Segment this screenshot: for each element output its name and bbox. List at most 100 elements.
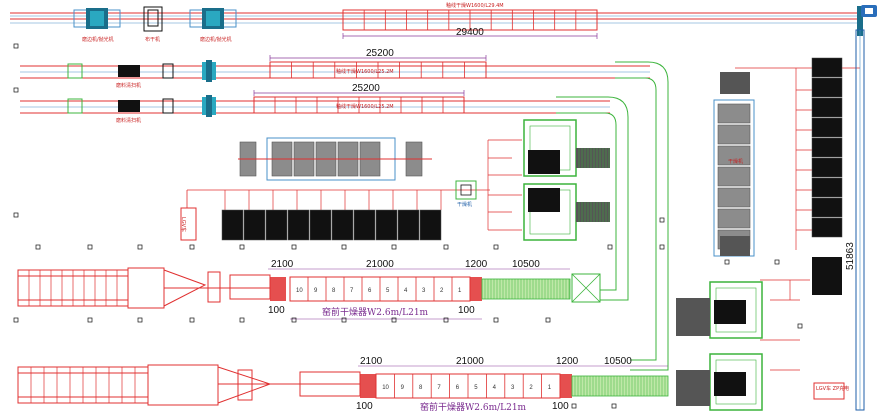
floor-marker [443,244,449,250]
kiln-section-number: 8 [419,385,423,391]
kiln-section-number: 5 [386,288,390,294]
lgv-bottom-label: LGV车 ZP充电 [816,385,849,392]
storage-cell [811,117,843,138]
flipper-label: 布干机 [145,36,160,43]
top-line: 磨边机/抛光机 布干机 磨边机/抛光机 釉线干燥W1600/L29.4M 294… [10,2,863,43]
floor-marker [341,244,347,250]
kiln-section-number: 5 [474,385,478,391]
lower-dim-foot-right: 100 [552,401,569,412]
center-machine [186,137,490,210]
upper-dim-middle: 21000 [366,259,394,270]
kiln-section-number: 3 [511,385,515,391]
storage-cell [353,209,376,241]
right-machine-column: 干燥机 [713,72,755,257]
black-dryer-bank [221,209,442,241]
floor-marker [545,317,551,323]
floor-marker [724,259,730,265]
floor-marker [493,317,499,323]
storage-cell [309,209,332,241]
cleaner-1-label: 磨料清扫机 [116,82,141,89]
small-dryer-label: 干燥机 [457,201,472,208]
floor-marker [341,317,347,323]
storage-rack-2 [523,183,610,241]
kiln-section-number: 8 [332,288,336,294]
floor-marker [35,244,41,250]
floor-marker [774,259,780,265]
edger-2-label: 磨边机/抛光机 [200,36,232,43]
floor-marker [239,244,245,250]
kiln-section-number: 2 [440,288,444,294]
middle-dryer-1-label: 釉线干燥W1600/L25.2M [336,68,394,75]
storage-cell [811,77,843,98]
floor-marker [797,323,803,329]
right-black-storage [811,57,843,295]
red-branches [487,67,860,371]
kiln-section-number: 7 [437,385,441,391]
top-dryer-length: 29400 [456,27,484,38]
floor-marker [607,244,613,250]
floor-marker [189,317,195,323]
lower-dim-left: 2100 [360,356,383,367]
storage-rack-3 [676,281,763,339]
storage-cell [243,209,266,241]
storage-cell [265,209,288,241]
floor-marker [443,317,449,323]
middle-dryer-1-length: 25200 [366,48,394,59]
kiln-section-number: 6 [456,385,460,391]
floor-marker [189,244,195,250]
machine-block [717,124,751,145]
lower-dim-middle: 21000 [456,356,484,367]
storage-cell [397,209,420,241]
kiln-section-number: 10 [382,385,389,391]
upper-press-section [17,267,271,309]
floor-marker [291,317,297,323]
kiln-section-number: 4 [404,288,408,294]
flipper-machine: 布干机 [143,6,163,43]
machine-block [717,145,751,166]
lower-kiln-caption: 窑前干燥器W2.6m/L21m [420,401,527,413]
floor-marker [13,317,19,323]
storage-cell [375,209,398,241]
kiln-section-number: 9 [401,385,405,391]
small-dryer: 干燥机 [455,180,477,208]
upper-dim-foot-left: 100 [268,305,285,316]
floor-marker [239,317,245,323]
storage-cell [811,177,843,198]
upper-kiln-caption: 窑前干燥器W2.6m/L21m [322,306,429,318]
machine-block [717,103,751,124]
storage-rack-1 [523,119,610,177]
green-conveyor-curves [556,61,669,371]
floor-marker [391,244,397,250]
vertical-dimension: 51863 [845,242,856,270]
middle-line-2: 磨料清扫机 釉线干燥W1600/L25.2M 25200 [20,83,610,124]
kiln-section-number: 1 [458,288,462,294]
lower-dim-foot-left: 100 [356,401,373,412]
lgv-bottom-box: LGV车 ZP充电 [813,382,849,400]
floor-marker [13,212,19,218]
storage-cell [287,209,310,241]
machine-block [717,166,751,187]
kiln-section-number: 2 [529,385,533,391]
upper-dim-foot-right: 100 [458,305,475,316]
floor-marker [291,244,297,250]
kiln-section-number: 3 [422,288,426,294]
middle-dryer-2-length: 25200 [352,83,380,94]
storage-cell [221,209,244,241]
upper-dim-left: 2100 [271,259,294,270]
floor-marker [659,244,665,250]
edger-machine-1: 磨边机/抛光机 [73,8,121,43]
machine-block [717,187,751,208]
kiln-section-number: 9 [314,288,318,294]
right-boundary: 51863 [845,5,877,411]
top-dryer: 釉线干燥W1600/L29.4M 29400 [342,2,598,39]
floor-marker [659,217,665,223]
lower-press-section [17,364,361,406]
floor-marker [137,244,143,250]
storage-cell [811,57,843,78]
kiln-section-number: 4 [493,385,497,391]
kiln-section-number: 10 [296,288,303,294]
kiln-section-number: 7 [350,288,354,294]
